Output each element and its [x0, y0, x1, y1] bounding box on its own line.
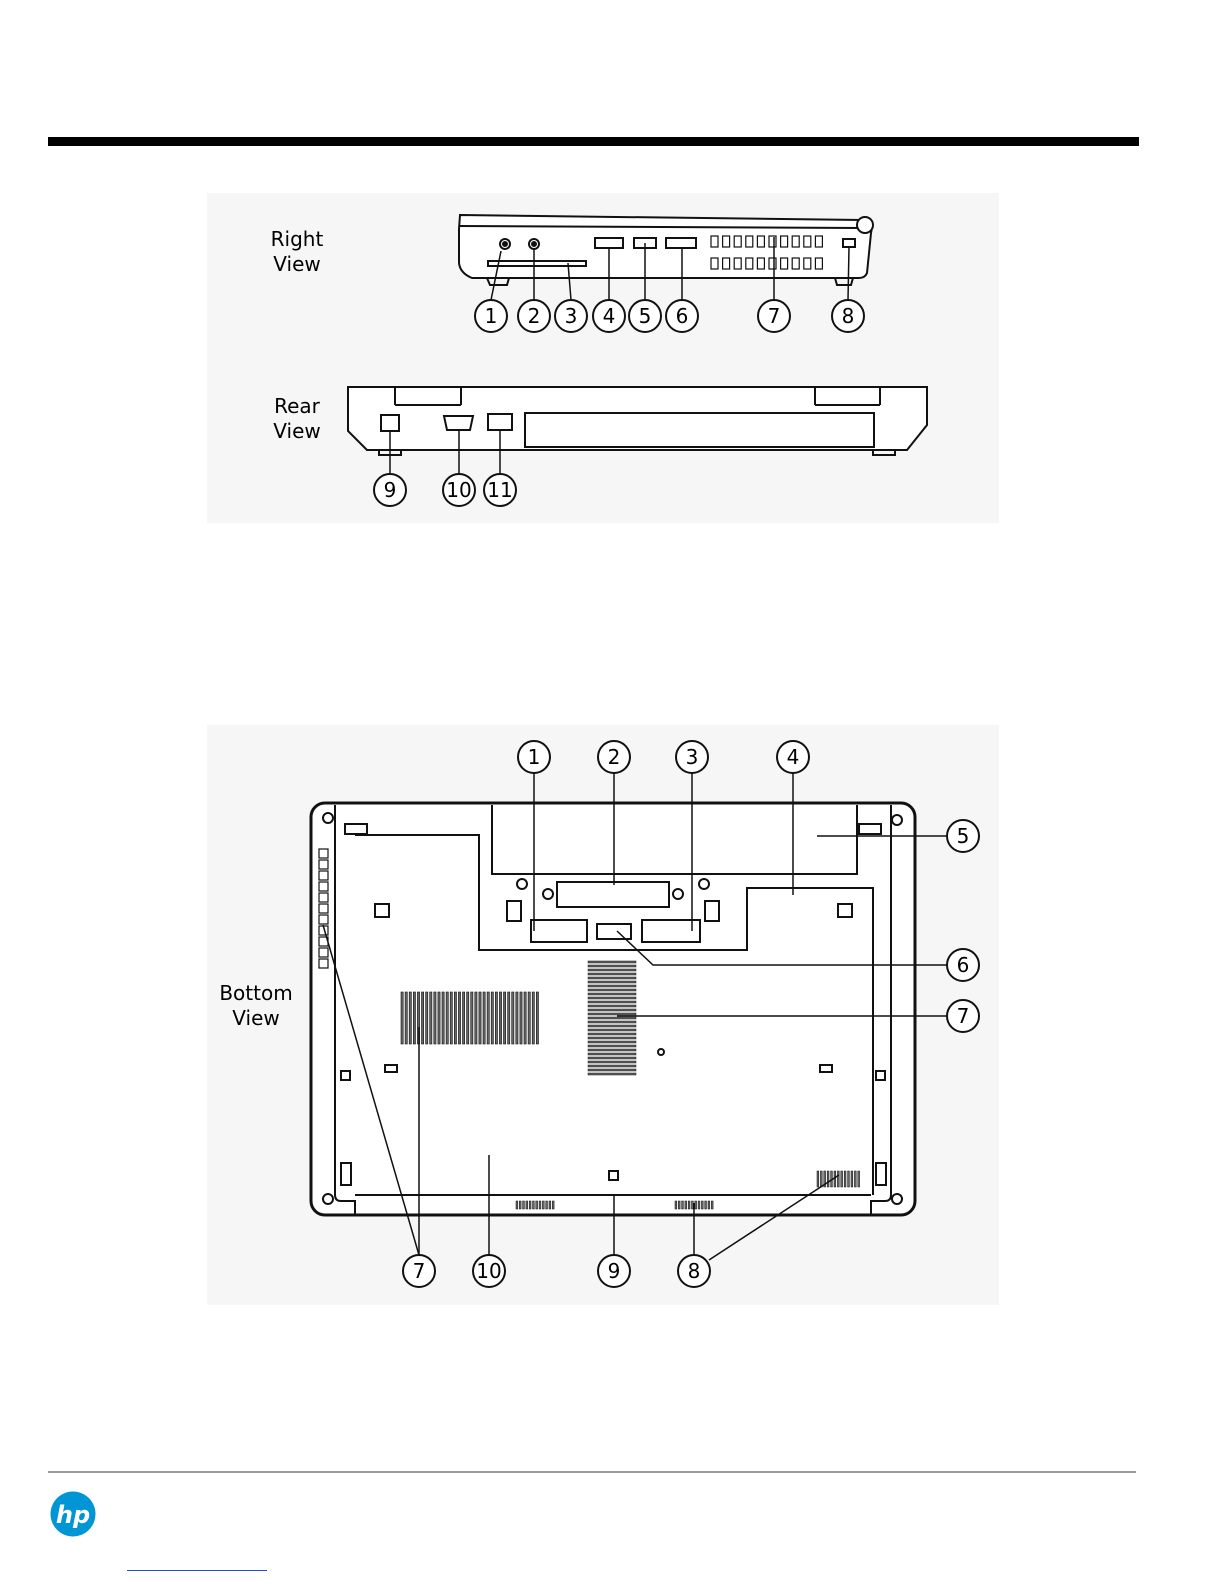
- svg-text:9: 9: [384, 478, 397, 502]
- svg-text:1: 1: [528, 745, 541, 769]
- callout-right-3: 3: [555, 300, 587, 332]
- footer-link-underline[interactable]: [127, 1552, 267, 1571]
- callout-bottom-1: 1: [518, 741, 550, 773]
- rear-view-label-line1: Rear: [274, 394, 321, 418]
- svg-text:2: 2: [528, 304, 541, 328]
- svg-text:7: 7: [957, 1004, 970, 1028]
- svg-text:11: 11: [487, 478, 512, 502]
- callout-rear-11: 11: [484, 474, 516, 506]
- hp-logo-icon: hp: [50, 1491, 96, 1537]
- svg-text:5: 5: [957, 824, 970, 848]
- callout-right-7: 7: [758, 300, 790, 332]
- callout-bottom-8: 8: [678, 1255, 710, 1287]
- svg-text:10: 10: [476, 1259, 501, 1283]
- svg-text:7: 7: [413, 1259, 426, 1283]
- callout-rear-9: 9: [374, 474, 406, 506]
- callout-bottom-2: 2: [598, 741, 630, 773]
- svg-text:9: 9: [608, 1259, 621, 1283]
- callout-bottom-5: 5: [947, 820, 979, 852]
- right-view-label-line2: View: [273, 252, 320, 276]
- callout-right-4: 4: [593, 300, 625, 332]
- callout-right-8: 8: [832, 300, 864, 332]
- svg-text:3: 3: [686, 745, 699, 769]
- callout-bottom-7-lower: 7: [403, 1255, 435, 1287]
- svg-text:8: 8: [688, 1259, 701, 1283]
- header-rule: [48, 137, 1139, 146]
- svg-text:6: 6: [676, 304, 689, 328]
- callout-right-1: 1: [475, 300, 507, 332]
- bottom-view-label-line1: Bottom: [219, 981, 292, 1005]
- callout-bottom-10: 10: [473, 1255, 505, 1287]
- svg-text:1: 1: [485, 304, 498, 328]
- svg-text:2: 2: [608, 745, 621, 769]
- callout-bottom-9: 9: [598, 1255, 630, 1287]
- svg-text:4: 4: [603, 304, 616, 328]
- bottom-view-label-line2: View: [232, 1006, 279, 1030]
- laptop-right-side-drawing: [459, 215, 873, 285]
- bottom-view-figure: Bottom View: [207, 725, 999, 1305]
- svg-text:7: 7: [768, 304, 781, 328]
- svg-text:8: 8: [842, 304, 855, 328]
- rear-view-label-line2: View: [273, 419, 320, 443]
- right-rear-view-figure: Right View Rear View: [207, 193, 999, 523]
- svg-text:4: 4: [787, 745, 800, 769]
- callout-bottom-3: 3: [676, 741, 708, 773]
- svg-text:10: 10: [446, 478, 471, 502]
- callout-right-2: 2: [518, 300, 550, 332]
- laptop-rear-drawing: [348, 387, 927, 455]
- callout-right-6: 6: [666, 300, 698, 332]
- svg-text:6: 6: [957, 953, 970, 977]
- callout-right-5: 5: [629, 300, 661, 332]
- callout-bottom-6: 6: [947, 949, 979, 981]
- callout-bottom-7-right: 7: [947, 1000, 979, 1032]
- hp-logo-text: hp: [56, 1501, 90, 1529]
- callout-rear-10: 10: [443, 474, 475, 506]
- footer-rule: [48, 1471, 1136, 1473]
- svg-text:3: 3: [565, 304, 578, 328]
- right-view-label-line1: Right: [271, 227, 324, 251]
- callout-bottom-4: 4: [777, 741, 809, 773]
- svg-text:5: 5: [639, 304, 652, 328]
